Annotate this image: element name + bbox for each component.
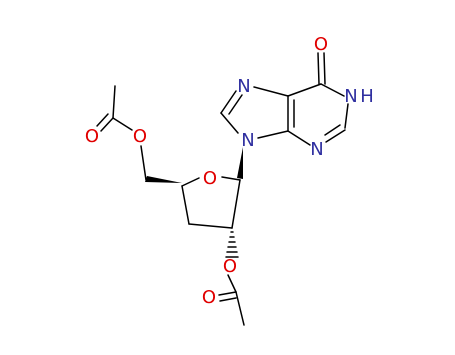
atom-nh-hydrogen: H: [360, 86, 374, 107]
bond-c4-c3: [181, 185, 190, 225]
atom-ring-oxygen: O: [203, 168, 217, 189]
atom-acetyl2-ester-oxygen: O: [223, 256, 237, 277]
atom-glycosidic-n9: N: [241, 130, 254, 151]
atom-pyrimidine-n3: N: [310, 139, 323, 160]
wedge-n9-c1: [237, 147, 243, 179]
bond-c2-c1: [231, 179, 241, 229]
bond-n9-c4: [257, 130, 289, 139]
bond-acyl2-ch3: [235, 291, 245, 326]
bond-c2-n3: [325, 129, 346, 143]
bond-c5-o5: [140, 145, 147, 181]
bond-c6-o: [317, 52, 320, 85]
bond-o2-acyl: [227, 274, 237, 293]
atom-nh-nitrogen: N: [344, 86, 357, 107]
bond-o4-c4: [181, 177, 200, 187]
bond-acyl5-o-double: [96, 113, 109, 127]
bond-acyl2-o: [218, 291, 237, 296]
bond-acyl2-o-double: [219, 297, 237, 302]
atom-imidazole-n7: N: [237, 76, 250, 97]
bond-acyl5-o: [100, 117, 114, 132]
hashed-wedge-c2-o: [225, 231, 239, 258]
bond-c6-o-double: [323, 52, 326, 85]
bond-c8-n9: [220, 112, 239, 134]
bond-acyl5-ch3: [112, 85, 116, 119]
bond-n3-c4: [287, 130, 311, 146]
bond-n7-c8: [220, 90, 237, 114]
atom-acetyl5-carbonyl-oxygen: O: [85, 126, 99, 147]
bond-n1-c2: [344, 103, 349, 129]
bond-n7-c8-double: [228, 94, 243, 115]
atom-carbonyl-oxygen: O: [314, 34, 328, 55]
bond-o5-acyl: [112, 117, 133, 131]
atom-acetyl2-carbonyl-oxygen: O: [202, 287, 216, 308]
bond-c1-o4: [221, 176, 241, 181]
bond-c2-n3-double: [324, 124, 341, 136]
bond-c3-c2: [188, 223, 233, 229]
bond-c5-n7: [253, 86, 289, 97]
bond-c5-c6: [287, 83, 322, 97]
bond-c6-n1: [320, 83, 345, 97]
wedge-c4-c5: [145, 176, 182, 183]
atom-acetyl5-ester-oxygen: O: [133, 126, 147, 147]
